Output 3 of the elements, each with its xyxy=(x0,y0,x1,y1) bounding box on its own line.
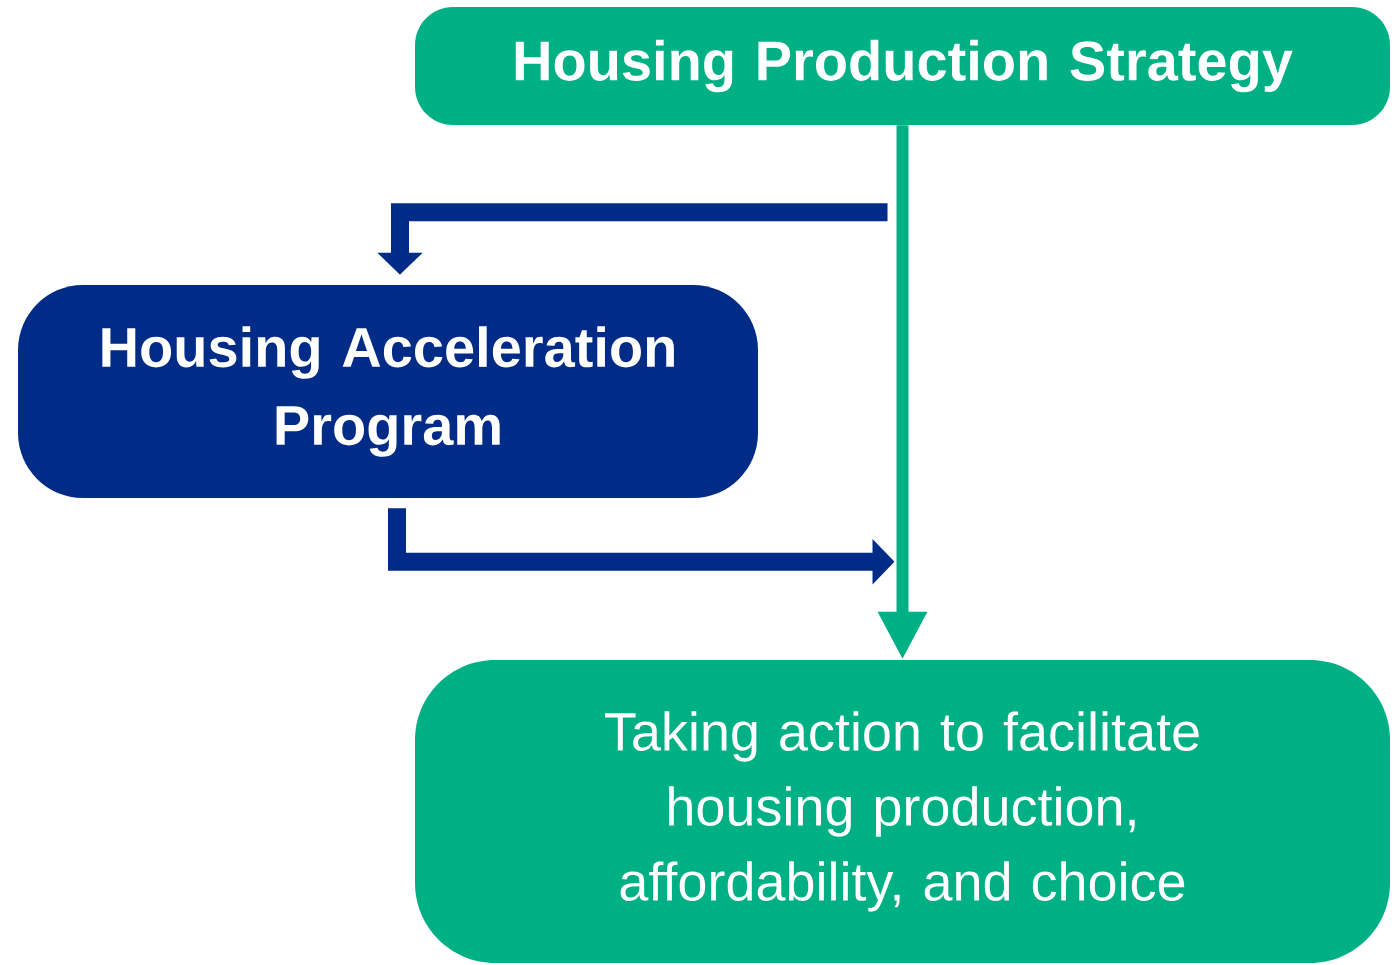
outcome-box: Taking action to facilitate housing production, affordability, and choice xyxy=(415,660,1390,963)
process-box: Housing Acceleration Program xyxy=(18,285,758,498)
title-box: Housing Production Strategy xyxy=(415,7,1390,125)
